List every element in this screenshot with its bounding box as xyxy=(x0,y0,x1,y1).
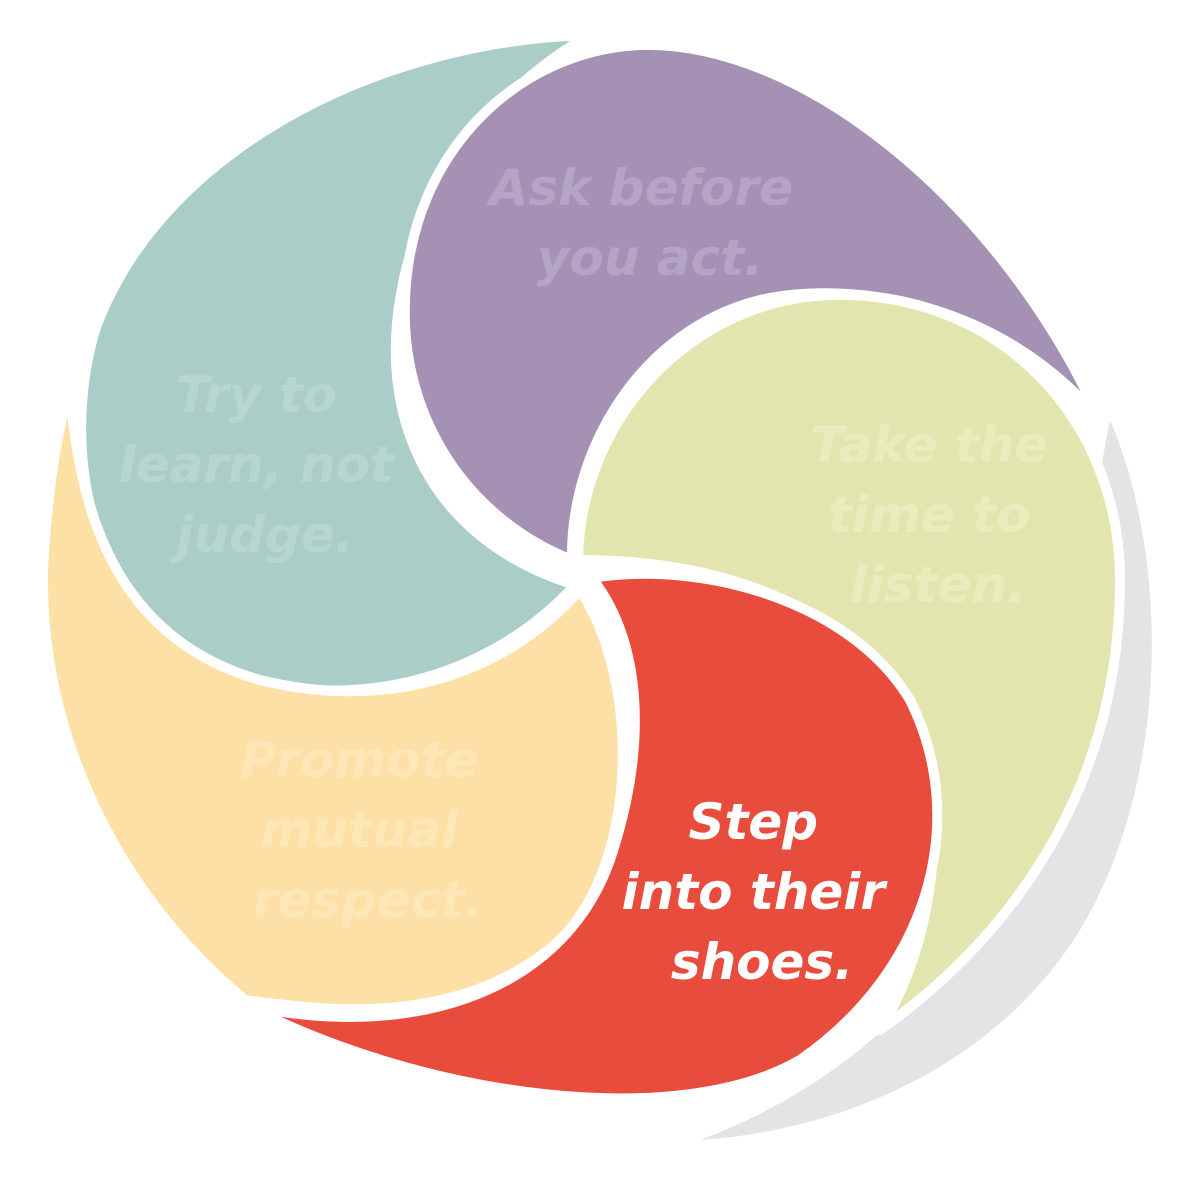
label-shoes: Step into their shoes. xyxy=(621,793,902,991)
label-line: learn, not xyxy=(119,436,396,494)
label-line: Ask before xyxy=(486,159,794,217)
label-learn: Try to learn, not judge. xyxy=(119,366,412,564)
segment-shoes xyxy=(240,568,943,1104)
drop-shadow xyxy=(700,420,1152,1140)
label-line: mutual xyxy=(260,801,459,859)
label-line: you act. xyxy=(537,229,763,287)
label-line: judge. xyxy=(169,506,353,564)
label-line: Step xyxy=(688,793,818,851)
label-listen: Take the time to listen. xyxy=(810,416,1066,614)
label-line: listen. xyxy=(850,556,1026,614)
label-line: Try to xyxy=(176,366,338,424)
label-line: shoes. xyxy=(671,933,853,991)
label-line: Take the xyxy=(810,416,1048,474)
label-line: into their xyxy=(621,863,888,921)
label-line: Promote xyxy=(240,731,478,789)
segment-ask xyxy=(399,39,1105,565)
label-line: time to xyxy=(828,486,1031,544)
label-line: respect. xyxy=(253,871,484,929)
label-ask: Ask before you act. xyxy=(486,159,811,287)
label-respect: Promote mutual respect. xyxy=(240,731,496,929)
